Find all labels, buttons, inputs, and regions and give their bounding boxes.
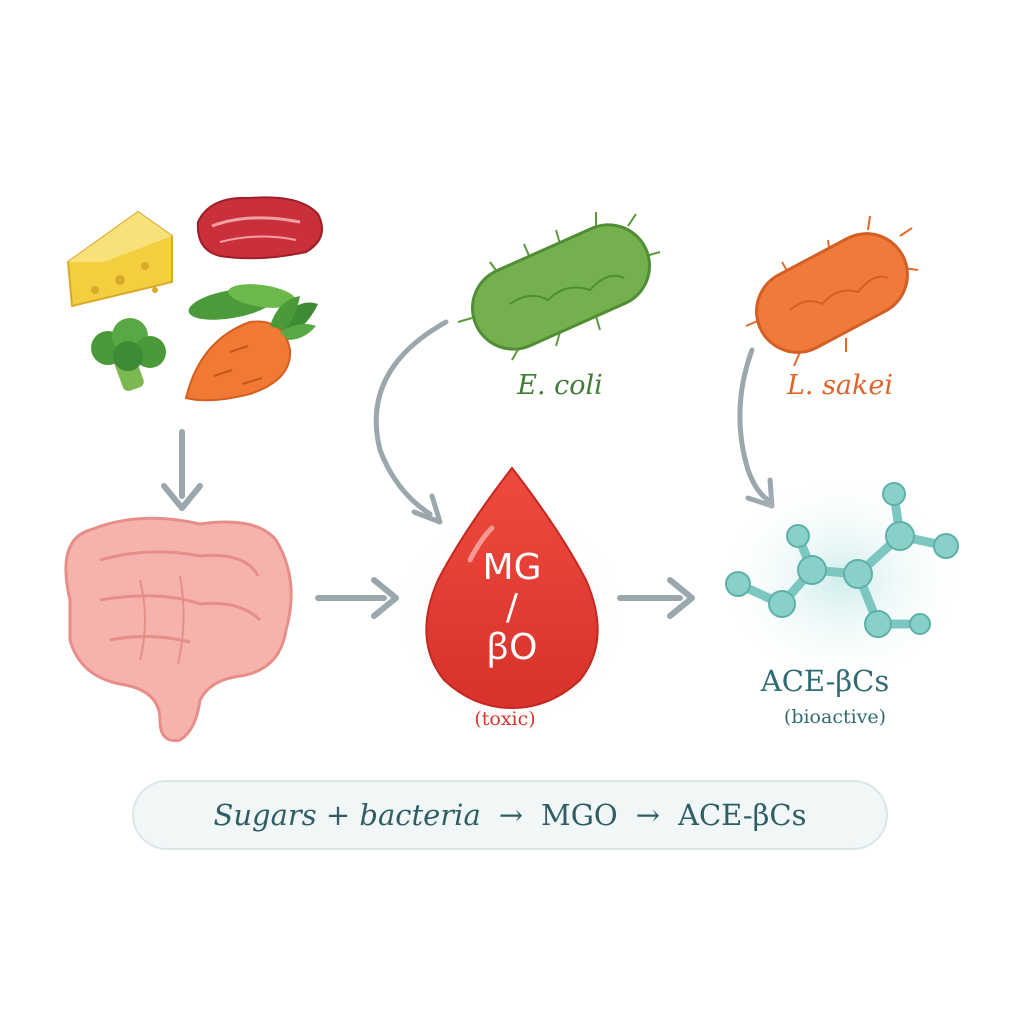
summary-part3: ACE-βCs [678,798,807,832]
summary-arrow2: → [635,798,660,832]
arrow-lsakei-to-ace [737,347,771,503]
toxic-label: (toxic) [474,708,536,730]
mgo-label-line1: MG [482,547,542,588]
summary-arrow1: → [498,798,524,832]
summary-banner: Sugars + bacteria → MGO → ACE-βCs [132,780,888,850]
intestine-icon [64,516,293,743]
drop-icon [402,466,622,720]
meat-icon [196,196,323,260]
mgo-label-line3: ꞵO [486,627,538,668]
mgo-label: MG / ꞵO [452,548,572,668]
bioactive-label: (bioactive) [783,706,887,728]
summary-part2: MGO [541,798,618,832]
lsakei-label: L. sakei [786,370,894,401]
mgo-label-line2: / [505,587,519,628]
broccoli-icon [91,318,166,391]
carrot-icon [184,296,316,402]
ace-label: ACE-βCs [760,664,890,698]
lsakei-bacterium-icon [745,215,919,367]
arrow-ecoli-to-mgo [373,319,449,517]
bacterium-icon [457,212,661,361]
ecoli-label: E. coli [517,370,603,401]
cheese-icon [66,210,173,308]
summary-part1: Sugars + bacteria [213,798,481,832]
molecule-icon [712,470,972,690]
